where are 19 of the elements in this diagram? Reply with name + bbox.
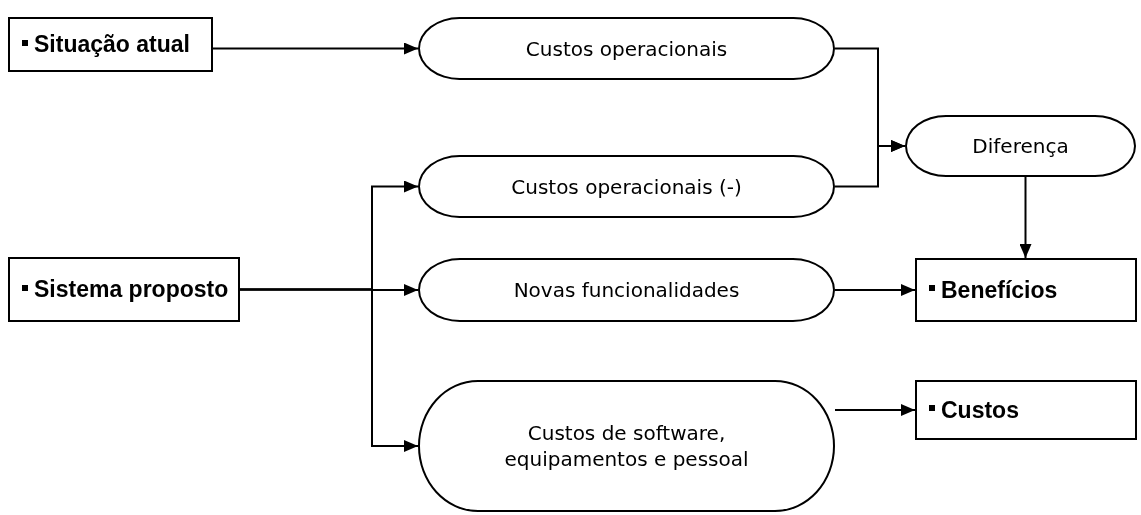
node-label: Diferença	[972, 133, 1069, 159]
box-label: Benefícios	[929, 276, 1058, 304]
node-label: Custos operacionais	[525, 35, 728, 62]
node-label: Novas funcionalidades	[513, 277, 740, 303]
arrow	[1019, 176, 1032, 259]
box-label: Sistema proposto	[22, 276, 229, 303]
process-box	[915, 380, 1137, 440]
node-label: Custos de software, equipamentos e pessoal	[503, 420, 750, 472]
box-label: Custos	[929, 396, 1019, 424]
arrow	[212, 42, 419, 55]
box-label: Situação atual	[22, 31, 190, 58]
arrow	[834, 140, 906, 188]
node-label: Custos operacionais (-)	[511, 173, 742, 200]
process-box	[8, 257, 240, 322]
process-box	[8, 17, 213, 72]
process-box	[915, 258, 1137, 322]
arrow	[239, 288, 419, 452]
arrow	[834, 284, 916, 296]
arrow	[834, 404, 916, 416]
